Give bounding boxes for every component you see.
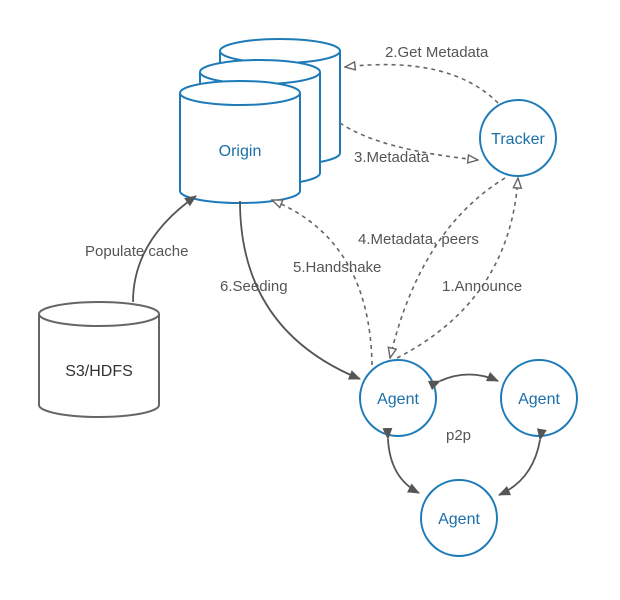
storage-cylinder: S3/HDFS (38, 301, 160, 418)
agent-node-bottom: Agent (420, 479, 498, 557)
edge-p2p-left-right (427, 371, 499, 391)
edge-get-metadata (345, 65, 499, 104)
edge-p2p-left-bottom (382, 427, 420, 494)
label-handshake: 5.Handshake (293, 259, 381, 276)
storage-label: S3/HDFS (65, 363, 133, 380)
edge-metadata (339, 122, 478, 160)
label-metadata-peers: 4.Metadata, peers (358, 231, 479, 248)
edge-announce (396, 178, 518, 359)
label-populate-cache: Populate cache (85, 243, 188, 260)
agent-left-label: Agent (377, 391, 419, 408)
agent-right-label: Agent (518, 391, 560, 408)
label-announce: 1.Announce (442, 278, 522, 295)
agent-node-right: Agent (500, 359, 578, 437)
label-get-metadata: 2.Get Metadata (385, 44, 489, 61)
tracker-label: Tracker (491, 131, 545, 148)
label-seeding: 6.Seeding (220, 278, 288, 295)
label-p2p: p2p (446, 427, 471, 444)
origin-cylinder-stack: Origin (179, 38, 341, 204)
edge-seeding (239, 200, 361, 380)
tracker-node: Tracker (479, 99, 557, 177)
label-metadata: 3.Metadata (354, 149, 430, 166)
edge-metadata-peers (390, 177, 506, 358)
agent-node-left: Agent (359, 359, 437, 437)
origin-cylinder-front (179, 80, 301, 204)
origin-label: Origin (219, 143, 262, 160)
agent-bottom-label: Agent (438, 511, 480, 528)
edge-p2p-right-bottom (498, 428, 547, 496)
edge-populate-cache (132, 195, 197, 303)
